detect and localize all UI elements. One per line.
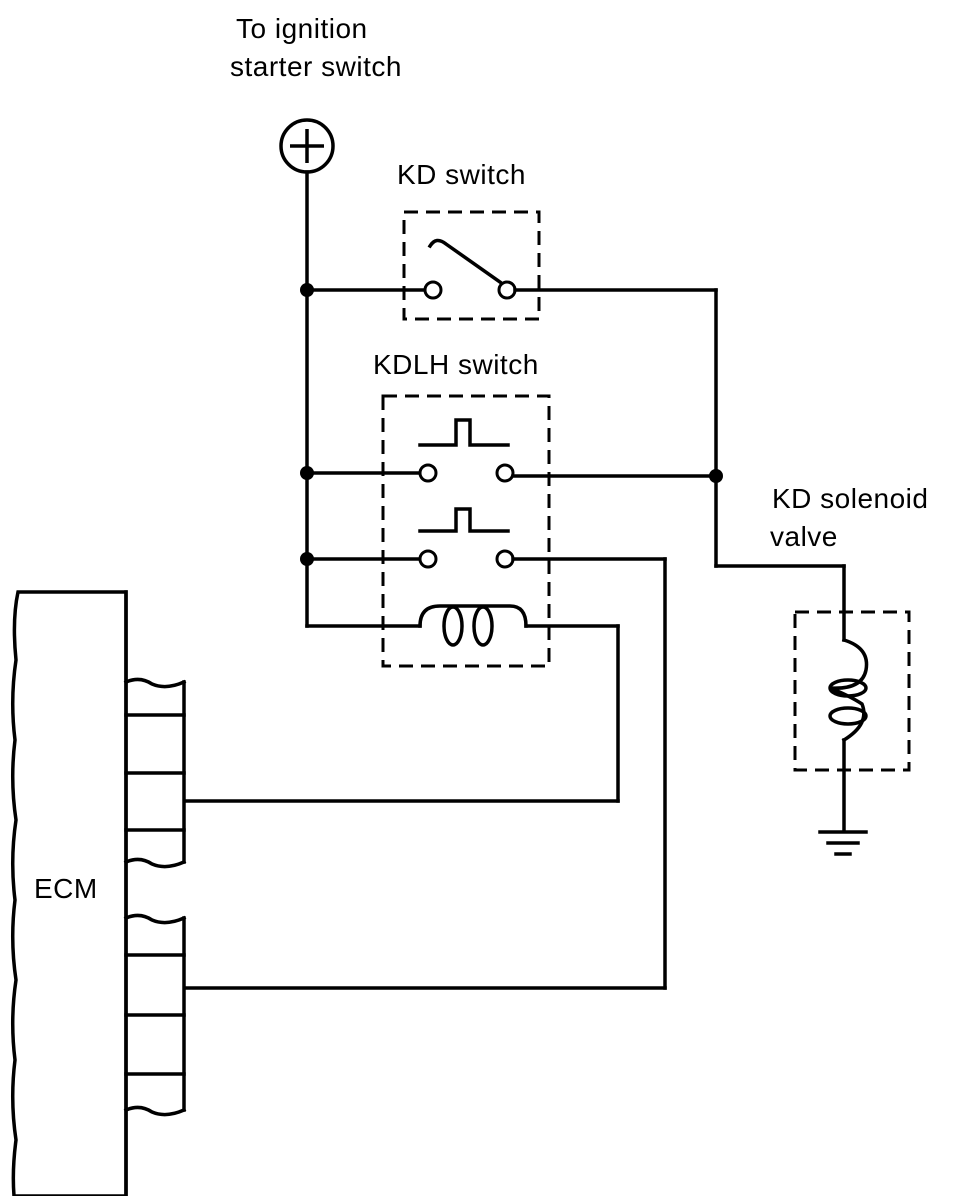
kd-solenoid-valve [793, 610, 911, 832]
kd-switch-label: KD switch [397, 159, 526, 190]
ecm-connector-upper [123, 677, 187, 869]
power-source-label-line1: To ignition [236, 13, 368, 44]
coil-icon [418, 604, 528, 647]
plus-terminal-icon [279, 118, 335, 174]
kd-output-wire [714, 288, 846, 642]
kd-solenoid-label-line2: valve [770, 521, 838, 552]
kd-switch [305, 210, 718, 321]
kdlh-switch [305, 394, 718, 668]
power-source-label-line2: starter switch [230, 51, 402, 82]
coil-icon [828, 637, 869, 743]
ground-icon [818, 830, 868, 856]
ecm-connector-lower [123, 913, 187, 1117]
ecm-label: ECM [34, 873, 98, 904]
kd-solenoid-label-line1: KD solenoid [772, 483, 929, 514]
supply-bus-wire [305, 170, 422, 628]
kdlh-switch-label: KDLH switch [373, 349, 539, 380]
switch-contact-icon [427, 238, 503, 285]
ecm-unit [10, 590, 128, 1196]
ecm-wires [184, 557, 667, 990]
